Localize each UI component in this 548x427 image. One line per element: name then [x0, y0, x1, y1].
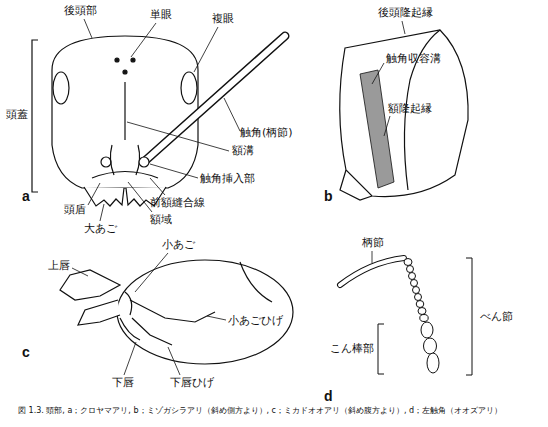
part-label: 額域	[150, 213, 172, 226]
antenna-d	[340, 258, 439, 373]
leader-line	[88, 183, 100, 205]
mandible	[84, 187, 124, 206]
leader-line	[127, 122, 229, 151]
compound-eye	[181, 72, 197, 104]
leader-line	[224, 98, 240, 131]
part-label: 後頭隆起縁	[378, 6, 433, 19]
part-label: 額溝	[232, 144, 254, 157]
panel-letter: a	[22, 188, 30, 204]
leader-line	[128, 182, 152, 212]
antenna-segment	[411, 280, 418, 287]
part-label: 触角(柄節)	[240, 126, 293, 139]
leader-line	[135, 253, 168, 292]
bracket	[466, 258, 472, 375]
part-label: 複眼	[212, 12, 234, 25]
mandible	[78, 300, 120, 325]
part-label: 柄節	[362, 236, 384, 249]
head-a	[32, 36, 285, 206]
part-label: 小あご	[162, 238, 195, 251]
frontal-carina	[110, 145, 139, 175]
figure-caption: 図 1.3. 頭部, a；クロヤマアリ, b；ミゾガシラアリ（斜め側方より）, …	[18, 406, 542, 416]
head-outline	[340, 30, 468, 197]
leader-line	[150, 178, 165, 195]
part-label: こん棒部	[330, 342, 374, 355]
leader-line	[124, 342, 136, 375]
antenna-segment	[416, 301, 424, 308]
head-outline	[117, 260, 293, 364]
part-label: べん節	[480, 310, 513, 323]
part-label: 頭蓋	[6, 108, 28, 121]
part-label: 下唇ひげ	[170, 376, 214, 389]
clypeal-suture	[92, 172, 158, 179]
leader-line	[194, 27, 218, 72]
antenna-segment	[415, 294, 422, 301]
ocellus	[123, 70, 127, 74]
part-label: 額隆起縁	[388, 102, 432, 115]
panel-letter: b	[324, 188, 333, 204]
part-label: 触角挿入部	[200, 172, 255, 185]
ocellus	[115, 58, 119, 62]
part-label: 上唇	[48, 259, 70, 272]
part-label: 単眼	[150, 8, 172, 21]
ocellus	[131, 58, 135, 62]
part-label: 大あご	[84, 222, 117, 235]
leader-line	[207, 316, 226, 320]
part-label: 触角収容溝	[386, 52, 441, 65]
part-label: 前額縫合線	[150, 196, 205, 209]
antenna-scape-fill	[146, 36, 285, 160]
antenna-segment	[404, 259, 412, 266]
frontal-groove	[124, 82, 125, 140]
leader-line	[402, 21, 405, 34]
part-label: 小あごひげ	[228, 314, 283, 327]
leaders-b	[372, 21, 405, 136]
part-label: 後頭部	[64, 4, 97, 17]
leader-line	[100, 204, 104, 221]
compound-eye	[53, 72, 69, 104]
leader-line	[72, 268, 88, 276]
antenna-segment	[420, 315, 428, 322]
mandible	[340, 170, 372, 200]
labrum	[60, 270, 120, 300]
maxilla	[125, 292, 132, 315]
leader-line	[84, 19, 92, 38]
leader-line	[384, 116, 390, 136]
head-outline	[52, 36, 198, 188]
club-segment	[424, 338, 437, 354]
antenna-scape	[146, 36, 285, 160]
club-segment	[421, 322, 433, 338]
leaders-a	[84, 19, 240, 221]
bracket	[378, 324, 384, 374]
brackets-d	[372, 251, 472, 375]
antenna-segment	[413, 287, 420, 294]
antenna-stub	[240, 262, 272, 302]
panel-letter: d	[324, 388, 333, 404]
bracket	[32, 40, 38, 192]
maxillary-palp	[130, 300, 215, 322]
club-segment	[427, 353, 439, 373]
leaders-c	[72, 253, 226, 375]
antennal-socket	[139, 157, 149, 167]
part-label: 下唇	[112, 376, 134, 389]
head-b	[340, 30, 468, 200]
leader-line	[372, 63, 384, 84]
part-label: 頭盾	[64, 203, 86, 216]
leader-line	[131, 23, 156, 57]
head-c	[60, 260, 293, 364]
antenna-segment	[418, 308, 426, 315]
antenna-segment	[407, 266, 414, 273]
leader-line	[168, 347, 180, 375]
antenna-segment	[409, 273, 416, 280]
antennal-scrobe	[360, 70, 394, 188]
labial-palp	[132, 318, 172, 345]
antennal-socket	[101, 157, 111, 167]
leader-line	[372, 251, 373, 263]
panel-letter: c	[22, 344, 30, 360]
labium	[120, 318, 140, 340]
leader-line	[150, 164, 198, 178]
